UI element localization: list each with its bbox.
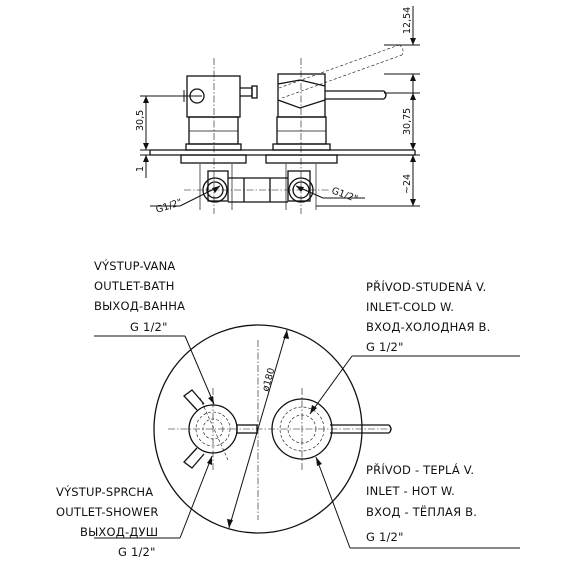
right-lever-handle: [265, 44, 404, 164]
label-outlet-bath: VÝSTUP-VANA OUTLET-BATH ВЫХОД-ВАННА G 1/…: [94, 258, 185, 334]
left-diverter-knob: [180, 75, 258, 164]
dimension-12-54: 12,54: [384, 6, 420, 86]
cover-plate: [149, 149, 416, 156]
dimension-30-5: 30,5: [135, 95, 184, 151]
diameter-label: ø180: [260, 367, 277, 393]
dimension-1: 1: [135, 154, 150, 178]
dim-right-label: 30,75: [402, 108, 413, 135]
inlet-hot-line-2: INLET - HOT W.: [366, 484, 455, 498]
outlet-bath-line-2: OUTLET-BATH: [94, 279, 175, 293]
inlet-cold-line-2: INLET-COLD W.: [366, 300, 454, 314]
inlet-hot-line-4: G 1/2": [366, 530, 404, 544]
leader-outlet-bath: [94, 335, 215, 405]
inlet-hot-line-3: ВХОД - ТЁПЛАЯ В.: [366, 504, 477, 519]
outlet-shower-line-4: G 1/2": [118, 545, 156, 559]
dim-top-label: 12,54: [402, 7, 413, 34]
diverter-knob-plan: [183, 389, 258, 469]
outlet-bath-line-4: G 1/2": [130, 320, 168, 334]
inlet-cold-line-3: ВХОД-ХОЛОДНАЯ В.: [366, 320, 490, 334]
plan-view: ø180: [56, 258, 520, 559]
outlet-shower-line-2: OUTLET-SHOWER: [56, 505, 159, 519]
dimension-24: ~24: [316, 154, 420, 207]
thread-label-left: G1/2": [155, 197, 184, 216]
label-inlet-hot: PŘÍVOD - TEPLÁ V. INLET - HOT W. ВХОД - …: [366, 462, 477, 544]
label-inlet-cold: PŘÍVOD-STUDENÁ V. INLET-COLD W. ВХОД-ХОЛ…: [366, 279, 490, 354]
outlet-shower-line-3: ВЫХОД-ДУШ: [80, 525, 158, 539]
dim-left-label: 30,5: [135, 110, 146, 131]
side-view: G1/2" G1/2" 12,54 30,75: [135, 6, 420, 216]
label-outlet-shower: VÝSTUP-SPRCHA OUTLET-SHOWER ВЫХОД-ДУШ G …: [56, 484, 159, 559]
lever-knob-plan: [271, 398, 392, 460]
dimension-30-75: 30,75: [384, 74, 420, 150]
leader-inlet-cold: [309, 355, 520, 415]
inlet-cold-line-1: PŘÍVOD-STUDENÁ V.: [366, 279, 486, 294]
leader-inlet-hot: [315, 456, 520, 549]
inlet-hot-line-1: PŘÍVOD - TEPLÁ V.: [366, 462, 474, 477]
outlet-bath-line-3: ВЫХОД-ВАННА: [94, 299, 185, 313]
leader-outlet-shower: [94, 455, 213, 539]
dim-bottom-label: ~24: [402, 174, 413, 194]
outlet-shower-line-1: VÝSTUP-SPRCHA: [56, 484, 153, 499]
dim-one-label: 1: [135, 166, 146, 172]
inlet-cold-line-4: G 1/2": [366, 340, 404, 354]
thread-label-right: G1/2": [330, 185, 359, 205]
outlet-bath-line-1: VÝSTUP-VANA: [94, 258, 175, 273]
lever-alternate-position: [278, 44, 404, 99]
